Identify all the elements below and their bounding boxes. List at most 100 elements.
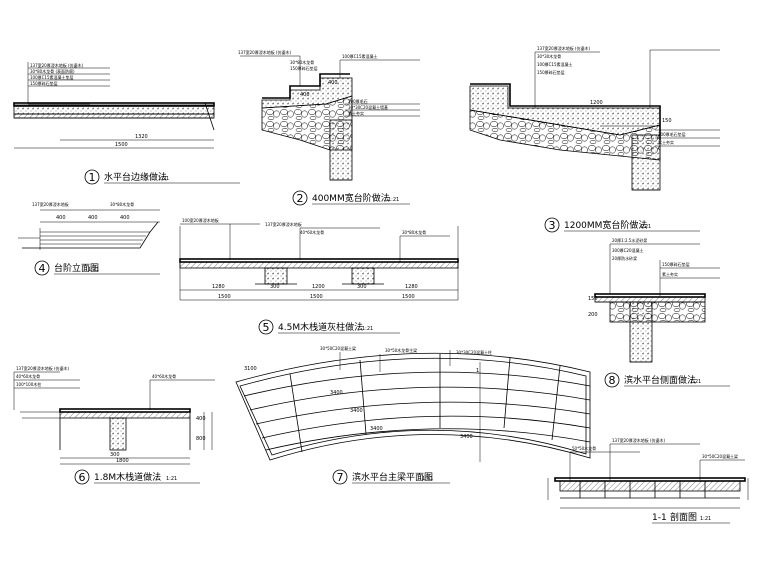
detail-2-400mm-step: 137宽20厚浸木地板 (仿鎏木) 30*80木龙骨 100厚C15素混凝土 1… <box>238 49 420 206</box>
detail-2-dim-1: 400 <box>300 92 310 98</box>
detail-5-4.5m-boardwalk: 100宽20厚浸木地板 137宽20厚浸木地板 40*60木龙骨 30*80木龙… <box>179 217 459 335</box>
detail-2-note-1: 137宽20厚浸木地板 (仿鎏木) <box>238 49 292 55</box>
detail-4-step-lines <box>40 231 150 245</box>
detail-1-leader-lines <box>28 67 110 87</box>
detail-8-scale: 1:21 <box>690 379 701 385</box>
detail-5-note-4: 30*80木龙骨 <box>402 229 426 235</box>
detail-3-scale: 1:21 <box>640 224 651 230</box>
detail-5-dim-4: 300 <box>357 284 367 290</box>
detail-6-title: 1.8M木栈道做法 <box>94 471 161 483</box>
section-1-1-title: 剖面图 <box>670 511 697 523</box>
detail-section-1-1: 137宽20厚浸木地板 (仿鎏木) 50*50木龙骨 30*50C20混凝土梁 … <box>547 437 749 524</box>
detail-7-note-3: 30*30C20混凝土柱 <box>456 349 492 355</box>
detail-5-leader-lines <box>180 223 450 262</box>
detail-5-dim-1: 1280 <box>212 284 225 290</box>
detail-7-note-2: 30*50木龙骨主梁 <box>385 347 417 353</box>
detail-7-dim-3: 3400 <box>370 426 383 432</box>
detail-4-dim-2: 400 <box>88 215 98 221</box>
detail-6-dim-2: 400 <box>196 416 206 422</box>
detail-8-note-5: 素土夯实 <box>662 271 678 277</box>
detail-4-number: 4 <box>39 262 46 275</box>
detail-3-callout-circle <box>544 217 560 233</box>
detail-2-note-3: 100厚C15素混凝土 <box>342 53 378 59</box>
detail-5-callout-circle <box>258 319 274 335</box>
detail-2-scale: 1:21 <box>388 197 399 203</box>
detail-1-number: 1 <box>89 171 96 184</box>
detail-7-dim-5: 3100 <box>244 366 257 372</box>
detail-7-note-1: 30*50C20混凝土梁 <box>320 345 356 351</box>
detail-8-note-4: 150厚碎石垫层 <box>662 261 690 267</box>
section-1-1-note-1: 137宽20厚浸木地板 (仿鎏木) <box>612 437 666 443</box>
detail-3-note-3: 100厚C15素混凝土 <box>537 61 573 67</box>
detail-4-scale: 1:21 <box>88 267 99 273</box>
detail-7-callout-circle <box>332 469 348 485</box>
detail-8-side-detail: 20厚1:2.5水泥砂浆 300厚C20混凝土 20厚防水砂浆 150厚碎石垫层… <box>588 237 730 388</box>
detail-3-dim-2: 150 <box>662 118 672 124</box>
detail-8-callout-circle <box>604 372 620 388</box>
detail-1-note-1: 137宽20厚浸木地板 (仿鎏木) <box>30 62 84 68</box>
detail-8-note-2: 300厚C20混凝土 <box>612 247 644 253</box>
detail-8-leader-lines <box>609 243 720 296</box>
detail-4-dim-3: 400 <box>120 215 130 221</box>
detail-5-number: 5 <box>263 321 270 334</box>
detail-3-1200mm-step: 137宽20厚浸木地板 (仿鎏木) 30*30木龙骨 100厚C15素混凝土 1… <box>469 45 720 233</box>
detail-6-1.8m-boardwalk: 137宽20厚浸木地板 (仿鎏木) 40*60木龙骨 40*60木龙骨 100*… <box>13 365 215 485</box>
detail-5-dim-2: 300 <box>270 284 280 290</box>
detail-5-dim-3: 1200 <box>312 284 325 290</box>
detail-1-note-2: 30*80木龙骨 (表面防腐) <box>30 68 75 74</box>
detail-2-note-4: 150厚碎石垫层 <box>290 65 318 71</box>
detail-3-note-4: 150厚碎石垫层 <box>537 69 565 75</box>
detail-2-dim-2: 400 <box>328 80 338 86</box>
detail-6-dim-4: 1800 <box>116 458 129 464</box>
detail-2-number: 2 <box>297 192 304 205</box>
detail-4-title: 台阶立面图 <box>54 262 99 274</box>
detail-2-note-2: 30*80木龙骨 <box>290 59 314 65</box>
detail-3-note-5: 200厚毛石垫层 <box>658 131 686 137</box>
detail-6-note-3: 40*60木龙骨 <box>152 373 176 379</box>
detail-5-dim-8: 1500 <box>402 294 415 300</box>
detail-7-dim-2: 3400 <box>350 408 363 414</box>
detail-6-leader-lines <box>13 372 215 410</box>
detail-7-beam-plan: 1 30*50C20混凝土梁 30*50木龙骨主梁 30*30C20混凝土柱 3… <box>235 345 591 485</box>
detail-6-note-4: 100*100木柱 <box>16 381 41 387</box>
detail-5-note-1: 100宽20厚浸木地板 <box>182 217 219 223</box>
detail-8-note-3: 20厚防水砂浆 <box>612 255 637 261</box>
detail-6-scale: 1:21 <box>166 476 177 482</box>
detail-2-note-7: 素土夯实 <box>348 110 364 116</box>
detail-8-number: 8 <box>609 374 616 387</box>
detail-2-title: 400MM宽台阶做法 <box>312 192 390 204</box>
section-1-1-leader-lines <box>569 443 745 480</box>
detail-8-dim-1: 150 <box>588 296 598 302</box>
detail-3-note-6: 素土夯实 <box>658 139 674 145</box>
detail-8-title: 滨水平台侧面做法 <box>624 374 696 386</box>
detail-5-dim-7: 1500 <box>310 294 323 300</box>
detail-1-scale: 1:21 <box>158 176 169 182</box>
detail-2-note-6: 30*30C20混凝土墙基 <box>348 104 388 110</box>
section-1-1-joists <box>579 481 706 498</box>
section-1-1-scale: 1:21 <box>700 516 711 522</box>
detail-4-note-2: 30*80木龙骨 <box>110 201 134 207</box>
detail-6-number: 6 <box>79 471 86 484</box>
detail-3-number: 3 <box>549 219 556 232</box>
detail-1-dim-2: 1500 <box>115 142 128 148</box>
detail-5-dim-5: 1280 <box>405 284 418 290</box>
detail-2-leader-lines <box>240 55 420 117</box>
detail-6-callout-circle <box>74 469 90 485</box>
detail-5-note-3: 40*60木龙骨 <box>300 229 324 235</box>
detail-3-note-2: 30*30木龙骨 <box>537 53 561 59</box>
detail-5-title: 4.5M木栈道灰柱做法 <box>278 321 363 333</box>
detail-3-leader-lines <box>534 49 720 147</box>
detail-1-title: 水平台边缘做法 <box>104 171 167 183</box>
detail-7-scale: 1:51 <box>422 476 433 482</box>
detail-8-note-1: 20厚1:2.5水泥砂浆 <box>612 237 647 243</box>
detail-1-note-3: 100厚C15素混凝土垫层 <box>30 74 74 80</box>
detail-7-section-marker: 1 <box>476 368 479 374</box>
detail-1-dim-1: 1320 <box>135 134 148 140</box>
detail-6-dim-3: 800 <box>196 436 206 442</box>
detail-7-number: 7 <box>337 471 344 484</box>
detail-2-callout-circle <box>292 190 308 206</box>
detail-7-title: 滨水平台主梁平面图 <box>352 471 433 483</box>
detail-4-dim-1: 400 <box>56 215 66 221</box>
detail-4-callout-circle <box>34 260 50 276</box>
